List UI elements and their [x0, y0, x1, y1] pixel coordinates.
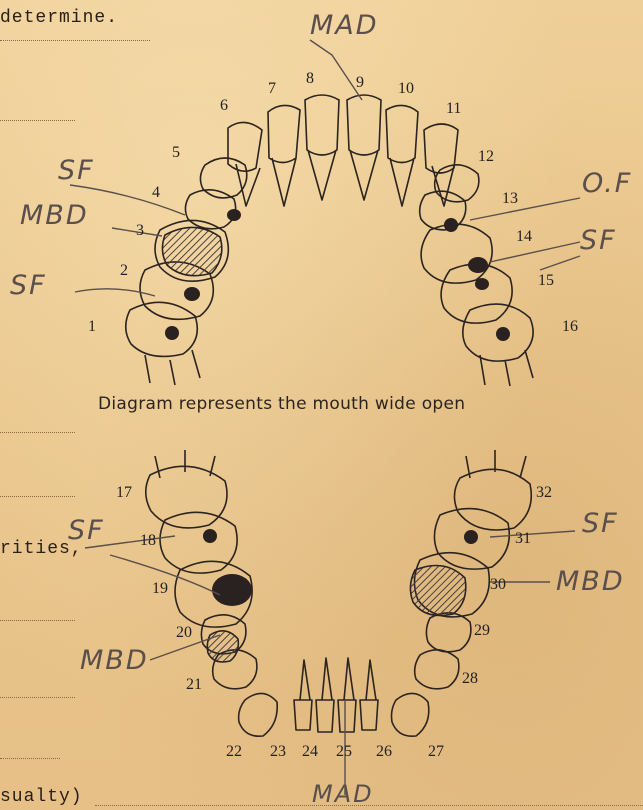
- note-sf-lower-left: SF: [68, 515, 105, 546]
- tooth-number-18: 18: [140, 532, 156, 550]
- tooth-number-29: 29: [474, 622, 490, 640]
- note-mad-bottom: MAD: [312, 780, 374, 808]
- tooth-number-5: 5: [172, 144, 180, 162]
- tooth-number-26: 26: [376, 743, 392, 761]
- tooth-number-23: 23: [270, 743, 286, 761]
- note-sf-lower-right: SF: [582, 508, 619, 539]
- tooth-17: [146, 450, 227, 528]
- tooth-number-11: 11: [446, 100, 461, 118]
- tooth-number-27: 27: [428, 743, 444, 761]
- tooth-number-24: 24: [302, 743, 318, 761]
- tooth-number-28: 28: [462, 670, 478, 688]
- tooth-28: [415, 650, 459, 689]
- tooth-number-7: 7: [268, 80, 276, 98]
- tooth-8: [305, 95, 339, 200]
- tooth-10: [386, 105, 418, 206]
- tooth-number-13: 13: [502, 190, 518, 208]
- tooth-number-6: 6: [220, 97, 228, 115]
- tooth-26: [360, 660, 378, 730]
- note-of-right: O.F: [582, 168, 632, 199]
- tooth-number-22: 22: [226, 743, 242, 761]
- tooth-number-30: 30: [490, 576, 506, 594]
- note-mbd-lower-left: MBD: [80, 645, 149, 676]
- note-mbd-lower-right: MBD: [556, 566, 625, 597]
- note-sf-right: SF: [580, 225, 617, 256]
- tooth-number-10: 10: [398, 80, 414, 98]
- tooth-number-16: 16: [562, 318, 578, 336]
- tooth-number-9: 9: [356, 74, 364, 92]
- tooth-number-31: 31: [515, 530, 531, 548]
- note-mad-top: MAD: [310, 10, 379, 41]
- tooth-number-15: 15: [538, 272, 554, 290]
- tooth-14: [421, 224, 492, 283]
- tooth-4: [185, 190, 235, 229]
- tooth-32: [454, 450, 531, 530]
- tooth-number-14: 14: [516, 228, 532, 246]
- tooth-24: [316, 658, 334, 732]
- tooth-27: [392, 693, 429, 736]
- diagram-caption: Diagram represents the mouth wide open: [98, 394, 465, 414]
- tooth-number-3: 3: [136, 222, 144, 240]
- tooth-number-1: 1: [88, 318, 96, 336]
- tooth-29: [426, 613, 470, 652]
- tooth-18: [160, 512, 237, 573]
- tooth-number-21: 21: [186, 676, 202, 694]
- tooth-22: [239, 693, 278, 736]
- tooth-15: [441, 264, 512, 323]
- tooth-number-20: 20: [176, 624, 192, 642]
- tooth-23: [294, 660, 312, 730]
- tooth-number-25: 25: [336, 743, 352, 761]
- tooth-number-19: 19: [152, 580, 168, 598]
- tooth-number-4: 4: [152, 184, 160, 202]
- tooth-7: [268, 105, 300, 206]
- tooth-12: [435, 165, 479, 202]
- note-mbd-upper-left: MBD: [20, 200, 89, 231]
- note-sf-upper-left-2: SF: [10, 270, 47, 301]
- tooth-number-32: 32: [536, 484, 552, 502]
- tooth-1: [126, 302, 200, 385]
- tooth-number-17: 17: [116, 484, 132, 502]
- tooth-number-2: 2: [120, 262, 128, 280]
- tooth-9: [347, 95, 381, 200]
- tooth-25: [338, 658, 356, 732]
- tooth-16: [463, 304, 533, 386]
- note-sf-upper-left: SF: [58, 155, 95, 186]
- tooth-number-12: 12: [478, 148, 494, 166]
- tooth-number-8: 8: [306, 70, 314, 88]
